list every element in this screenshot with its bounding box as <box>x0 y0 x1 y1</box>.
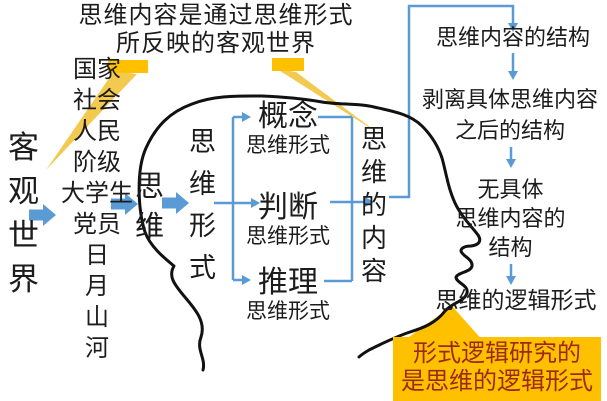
step-logical-form: 思维的逻辑形式 <box>435 288 597 313</box>
forms-split-bracket <box>214 112 260 285</box>
node-judgment-sublabel: 思维形式 <box>246 224 330 248</box>
arrow-right-icon <box>365 197 374 207</box>
block-arrow-right-icon <box>111 193 138 215</box>
arrow-down-icon <box>506 276 516 285</box>
callout-formal-logic-text: 形式逻辑研究的 是思维的逻辑形式 <box>401 341 593 395</box>
label-objective-world: 客观世界 <box>8 130 39 297</box>
node-reasoning: 推理 思维形式 <box>237 267 339 324</box>
list-example-nouns: 国家 社会 人民 阶级 大学生 党员 日 月 山 河 <box>61 57 133 362</box>
arrow-right-icon <box>242 275 251 285</box>
block-arrow-right-icon <box>29 204 56 226</box>
node-concept-sublabel: 思维形式 <box>246 133 330 157</box>
forms-merge-bracket <box>318 115 374 283</box>
node-reasoning-sublabel: 思维形式 <box>246 299 330 323</box>
node-concept-label: 概念 <box>258 100 318 133</box>
callout-tail-left <box>46 71 137 170</box>
arrow-down-icon <box>508 23 518 32</box>
content-to-structure-connector <box>389 4 518 199</box>
label-thinking-form: 思维形式 <box>189 127 216 283</box>
step-stripped-structure: 剥离具体思维内容 之后的结构 <box>421 87 598 143</box>
arrow-down-icon <box>508 71 518 80</box>
head-outline <box>137 94 482 372</box>
block-arrow-right-icon <box>162 192 189 214</box>
structure-step-arrows <box>506 53 518 285</box>
step-content-structure: 思维内容的结构 <box>435 25 590 50</box>
head-profile-curve <box>137 94 482 372</box>
callout-tail-bottom <box>402 306 484 342</box>
arrow-right-icon <box>242 112 251 122</box>
flow-arrows <box>29 192 189 226</box>
arrow-right-icon <box>251 198 260 208</box>
node-judgment: 判断 思维形式 <box>237 192 339 249</box>
node-reasoning-label: 推理 <box>258 266 318 299</box>
label-thinking: 思维 <box>134 171 164 243</box>
caption-top: 思维内容是通过思维形式 所反映的客观世界 <box>78 3 354 57</box>
label-thinking-content: 思维的内容 <box>360 125 387 286</box>
node-concept: 概念 思维形式 <box>237 101 339 158</box>
callout-formal-logic: 形式逻辑研究的 是思维的逻辑形式 <box>393 337 601 401</box>
callout-tail-left-base <box>108 60 148 73</box>
step-abstract-structure: 无具体 思维内容的 结构 <box>455 177 566 260</box>
arrow-down-icon <box>506 159 516 168</box>
callout-tail-right-base <box>272 58 304 71</box>
node-judgment-label: 判断 <box>258 191 318 224</box>
